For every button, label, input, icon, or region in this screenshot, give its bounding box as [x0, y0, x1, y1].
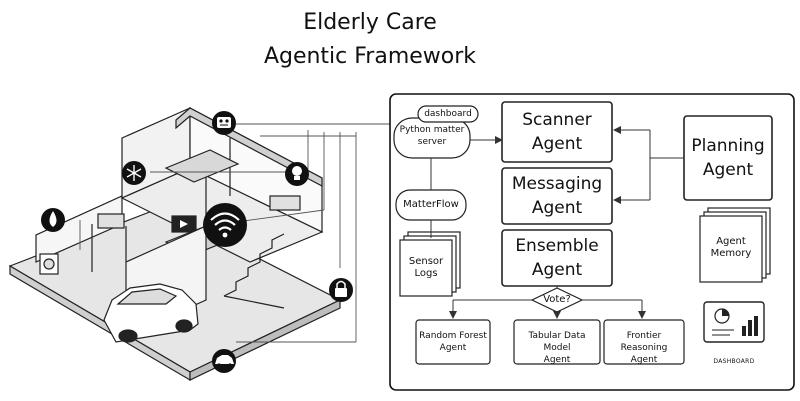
messaging-agent-label: Messaging Agent	[511, 174, 603, 218]
agent-memory-label: Agent Memory	[710, 236, 752, 259]
lock-icon	[329, 278, 353, 302]
python-server-label: Python matter server	[399, 125, 465, 147]
robot-icon	[212, 111, 236, 135]
scanner-agent-box	[501, 101, 613, 163]
agent-memory-stack	[699, 207, 771, 283]
vote-diamond	[530, 287, 584, 313]
bed	[164, 149, 240, 183]
random-forest-label: Random Forest Agent	[419, 331, 487, 353]
dashboard-tag-label: dashboard	[424, 109, 472, 119]
tabular-model-box	[513, 319, 601, 365]
sensor-logs-stack	[399, 231, 461, 297]
ensemble-agent-label: Ensemble Agent	[515, 236, 599, 280]
scanner-agent-label: Scanner Agent	[522, 110, 592, 154]
car-icon	[212, 349, 236, 373]
dashboard-icon	[703, 301, 765, 343]
planning-agent-label: Planning Agent	[691, 136, 765, 180]
desk	[269, 195, 301, 211]
random-forest-box	[415, 319, 491, 365]
frontier-reasoning-label: Frontier Reasoning Agent	[620, 331, 668, 365]
snowflake-icon	[122, 161, 146, 185]
python-server-node	[393, 105, 479, 159]
lightbulb-icon	[285, 162, 309, 186]
title-line-2: Agentic Framework	[263, 44, 477, 69]
sensor-logs-label: Sensor Logs	[408, 256, 444, 279]
matterflow-label: MatterFlow	[403, 199, 459, 210]
frontier-reasoning-box	[603, 319, 685, 365]
tabular-model-label: Tabular Data Model Agent	[528, 331, 586, 365]
vote-label: Vote?	[543, 294, 571, 305]
staircase	[223, 233, 285, 309]
kitchen-counter	[97, 213, 125, 229]
water-drop-icon	[41, 208, 65, 232]
house-connections	[79, 123, 394, 343]
house-illustration	[8, 107, 342, 382]
car	[103, 283, 199, 343]
wifi-icon	[203, 203, 247, 247]
title-line-1: Elderly Care	[303, 10, 437, 35]
dashboard-label: DASHBOARD	[713, 358, 755, 365]
messaging-agent-box	[501, 167, 613, 225]
